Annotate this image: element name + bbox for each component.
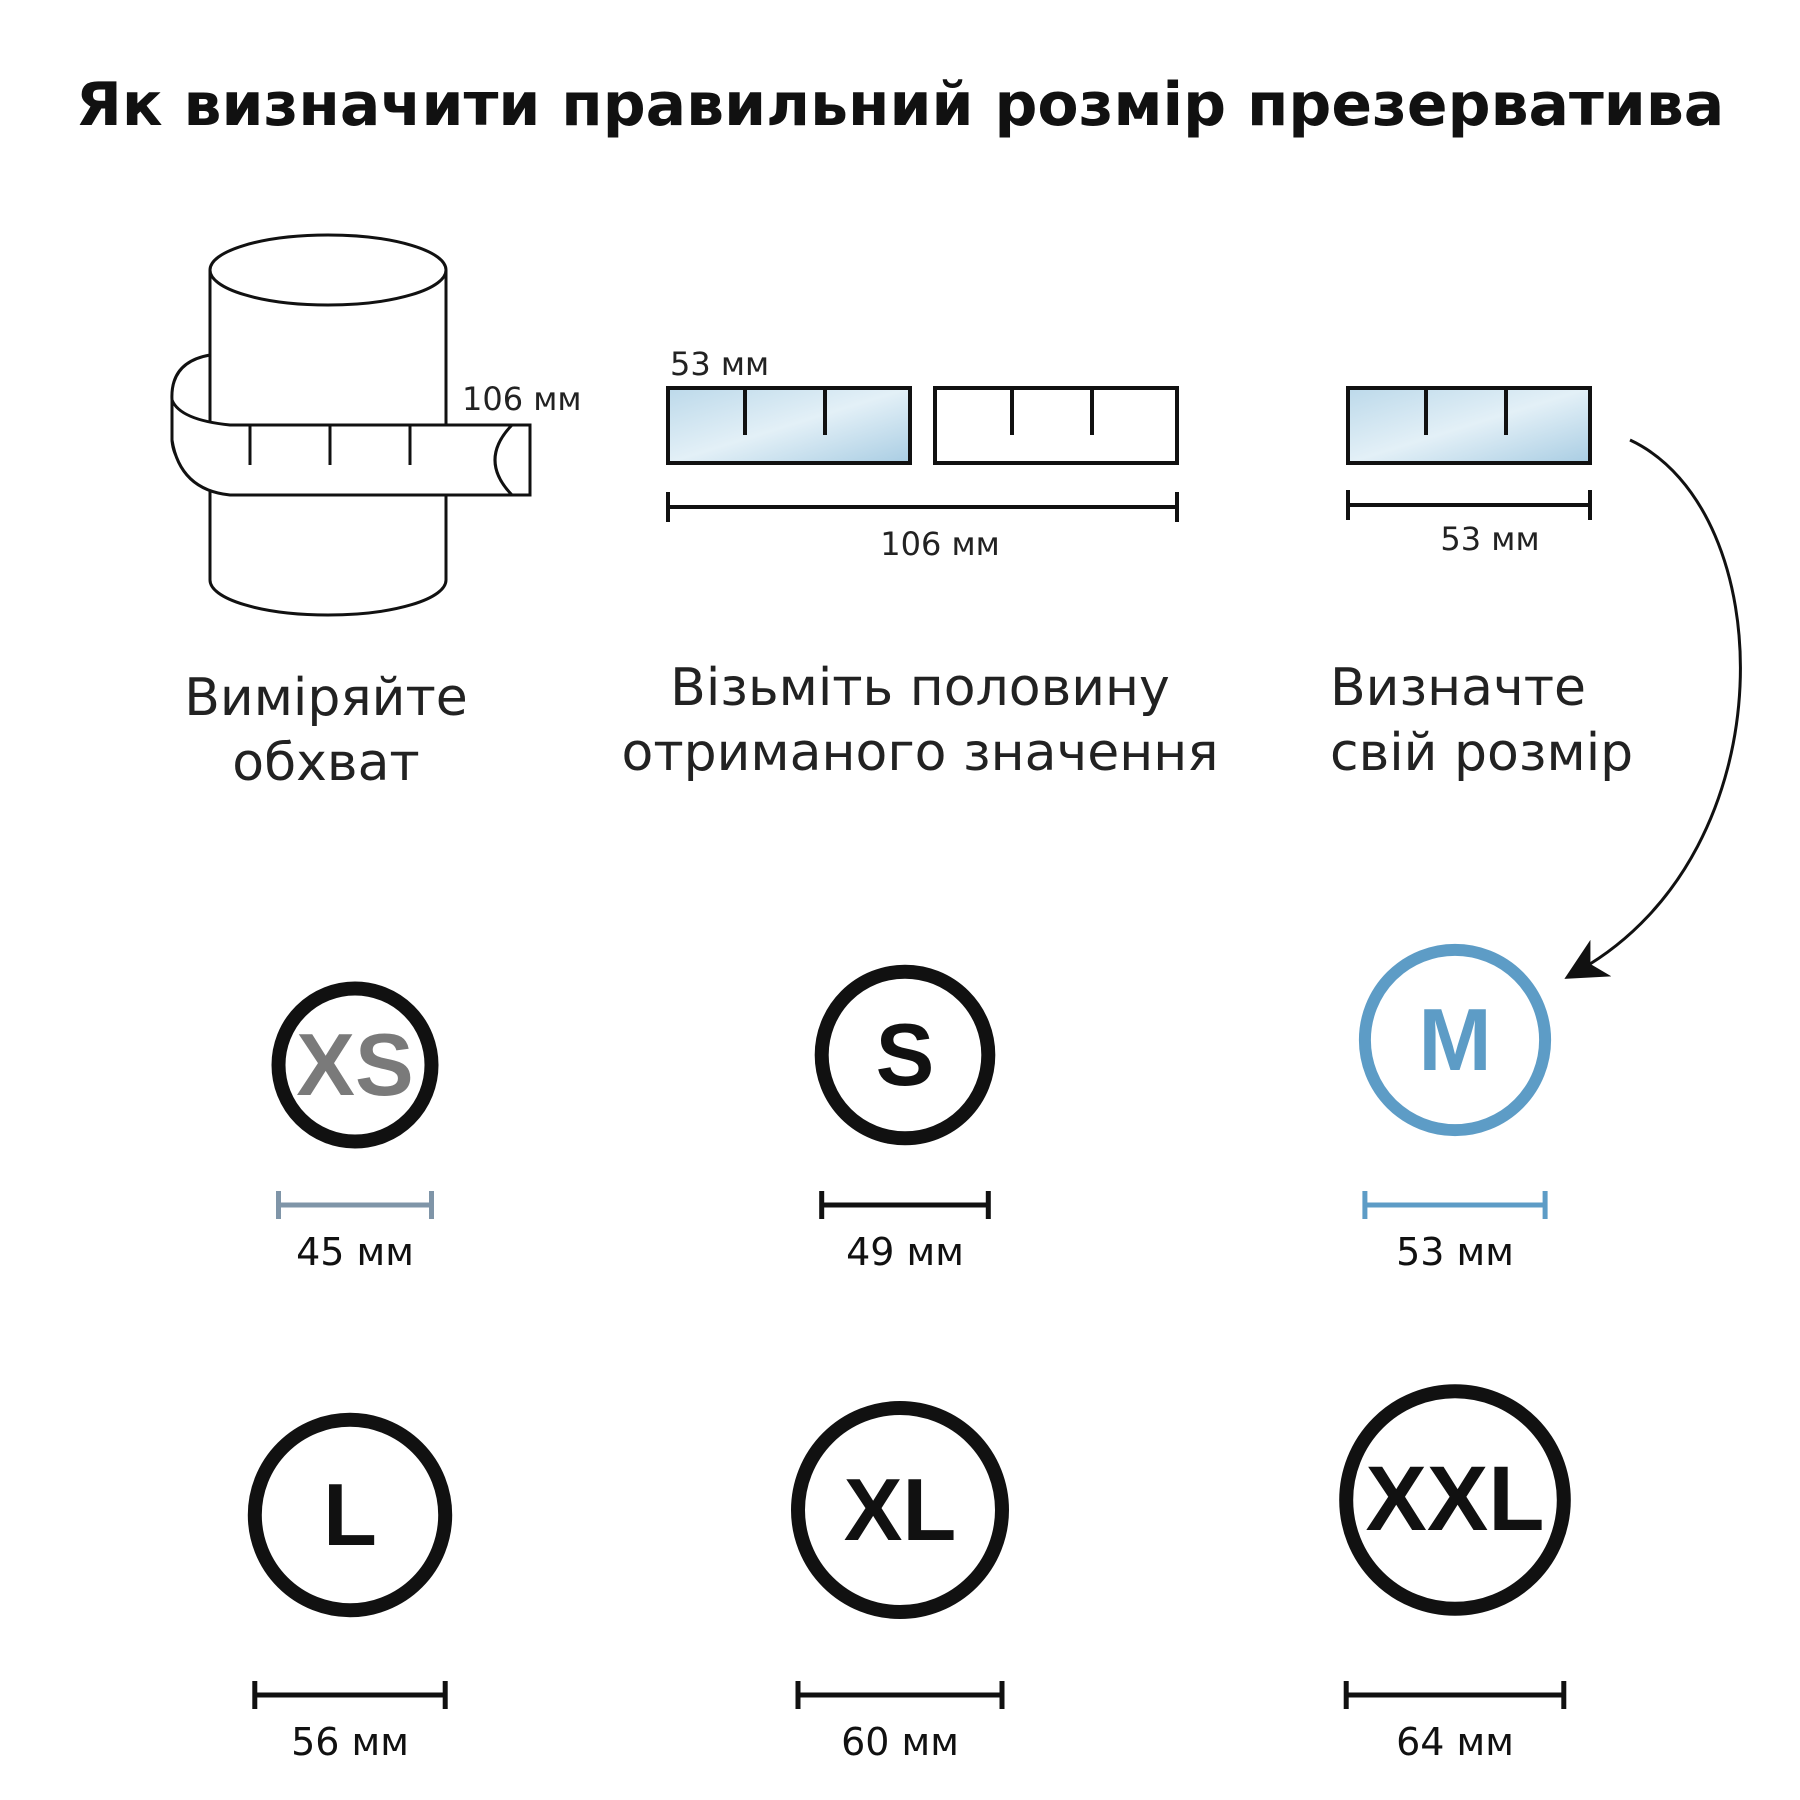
arrow-to-size-m [1564, 438, 1742, 979]
size-xl-ring [791, 1401, 1009, 1619]
size-l-label: L [323, 1465, 377, 1564]
page-title: Як визначити правильний розмір презерват… [76, 70, 1725, 140]
size-xl-width-label: 60 мм [841, 1720, 959, 1764]
size-circles: XS 45 мм S 49 мм M 53 мм L 56 мм XL 60 мм XXL 64 мм [247, 943, 1571, 1764]
step-2-caption-line-1: Візьміть половину [670, 658, 1170, 718]
size-xxl-label: XXL [1366, 1448, 1545, 1550]
size-xxl-ring [1339, 1384, 1571, 1616]
size-xs-ring [271, 981, 439, 1149]
size-xxl-width-label: 64 мм [1396, 1720, 1514, 1764]
size-xl: XL 60 мм [791, 1401, 1009, 1764]
size-l-ring [247, 1412, 453, 1618]
size-s-label: S [876, 1005, 935, 1104]
size-m-ring [1358, 943, 1552, 1137]
size-m: M 53 мм [1358, 943, 1552, 1274]
step-3-caption-line-2: свій розмір [1330, 723, 1633, 783]
size-xs: XS 45 мм [271, 981, 439, 1274]
step-3-caption-line-1: Визначте [1330, 658, 1586, 718]
size-s: S 49 мм [814, 964, 996, 1274]
size-xxl: XXL 64 мм [1339, 1384, 1571, 1764]
size-xs-width-label: 45 мм [296, 1230, 414, 1274]
step-2-ruler-illustration: 53 мм 106 мм [666, 345, 1179, 563]
size-m-label: M [1418, 990, 1491, 1089]
step-2-half-label: 53 мм [670, 345, 769, 383]
ruler-single-blue [1346, 386, 1592, 465]
step-1-caption-line-2: обхват [232, 733, 419, 793]
size-xl-label: XL [844, 1460, 956, 1559]
size-s-width-label: 49 мм [846, 1230, 964, 1274]
step-2-total-label: 106 мм [880, 525, 1000, 563]
step-1-cylinder-illustration: 106 мм [170, 233, 582, 617]
step-2-caption-line-2: отриманого значення [622, 723, 1219, 783]
ruler-half-white [933, 386, 1179, 465]
ruler-half-blue [666, 386, 912, 465]
step-1-value-label: 106 мм [462, 380, 582, 418]
size-xs-label: XS [296, 1015, 413, 1114]
size-s-ring [814, 964, 996, 1146]
step-1-caption-line-1: Виміряйте [184, 668, 468, 728]
step-3-ruler-illustration: 53 мм [1346, 386, 1592, 558]
size-l-width-label: 56 мм [291, 1720, 409, 1764]
step-3-value-label: 53 мм [1440, 520, 1539, 558]
size-l: L 56 мм [247, 1412, 453, 1764]
size-m-width-label: 53 мм [1396, 1230, 1514, 1274]
